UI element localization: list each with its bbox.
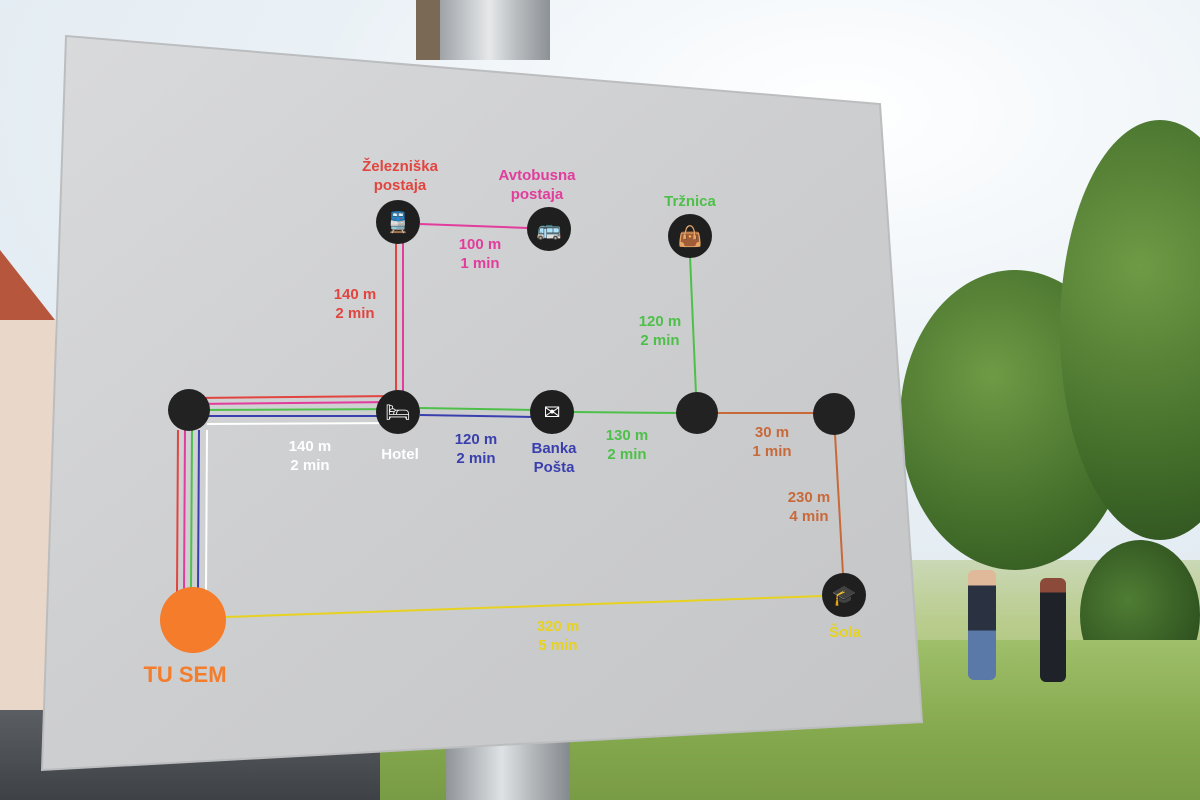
time: 2 min xyxy=(335,305,375,322)
bank-label: Banka xyxy=(531,440,577,457)
shopping-bag-icon: 👜 xyxy=(668,214,712,258)
segment-corner-school: 230 m 4 min xyxy=(769,488,849,526)
time: 2 min xyxy=(456,450,496,467)
metal-pole xyxy=(446,740,570,800)
post-label: Pošta xyxy=(533,459,575,476)
distance: 140 m xyxy=(288,438,332,455)
segment-junction-corner: 30 m 1 min xyxy=(732,423,812,461)
train-station-label-line1: Železniška xyxy=(362,158,438,175)
time: 2 min xyxy=(607,446,647,463)
market-label: Tržnica xyxy=(664,193,716,210)
distance: 120 m xyxy=(638,313,682,330)
distance: 130 m xyxy=(605,427,649,444)
distance: 230 m xyxy=(787,489,831,506)
segment-corner-hotel: 140 m 2 min xyxy=(270,437,350,475)
distance: 100 m xyxy=(458,236,502,253)
junction-node xyxy=(813,393,855,435)
segment-hotel-train: 140 m 2 min xyxy=(315,285,395,323)
time: 5 min xyxy=(538,637,578,654)
time: 2 min xyxy=(640,332,680,349)
wooden-post xyxy=(416,0,442,60)
distance: 120 m xyxy=(454,431,498,448)
distance: 320 m xyxy=(536,618,580,635)
segment-junction-market: 120 m 2 min xyxy=(620,312,700,350)
route-lines xyxy=(176,223,844,618)
bus-icon: 🚌 xyxy=(527,207,571,251)
junction-node xyxy=(676,392,718,434)
person xyxy=(968,570,996,680)
you-are-here-label: TU SEM xyxy=(143,662,227,687)
bank-post-icon: ✉ xyxy=(530,390,574,434)
person xyxy=(1040,578,1066,682)
you-are-here-marker xyxy=(160,587,226,653)
time: 4 min xyxy=(789,508,829,525)
train-icon: 🚆 xyxy=(376,200,420,244)
time: 2 min xyxy=(290,457,330,474)
time: 1 min xyxy=(460,255,500,272)
bus-station-label: Avtobusna postaja xyxy=(482,166,592,204)
bank-post-label: Banka Pošta xyxy=(514,439,594,477)
segment-train-bus: 100 m 1 min xyxy=(440,235,520,273)
time: 1 min xyxy=(752,443,792,460)
graduation-cap-icon: 🎓 xyxy=(822,573,866,617)
train-station-label: Železniška postaja xyxy=(345,157,455,195)
house-roof xyxy=(0,250,55,320)
junction-node xyxy=(168,389,210,431)
segment-hotel-bank: 120 m 2 min xyxy=(436,430,516,468)
metal-pole xyxy=(440,0,550,60)
hotel-label: Hotel xyxy=(381,446,419,463)
school-label: Šola xyxy=(829,624,861,641)
segment-bank-junction: 130 m 2 min xyxy=(587,426,667,464)
train-station-label-line2: postaja xyxy=(373,177,427,194)
distance: 140 m xyxy=(333,286,377,303)
segment-here-school: 320 m 5 min xyxy=(518,617,598,655)
bus-station-label-line1: Avtobusna xyxy=(498,167,576,184)
distance: 30 m xyxy=(754,424,790,441)
bus-station-label-line2: postaja xyxy=(510,186,564,203)
bed-icon: 🛏 xyxy=(376,390,420,434)
